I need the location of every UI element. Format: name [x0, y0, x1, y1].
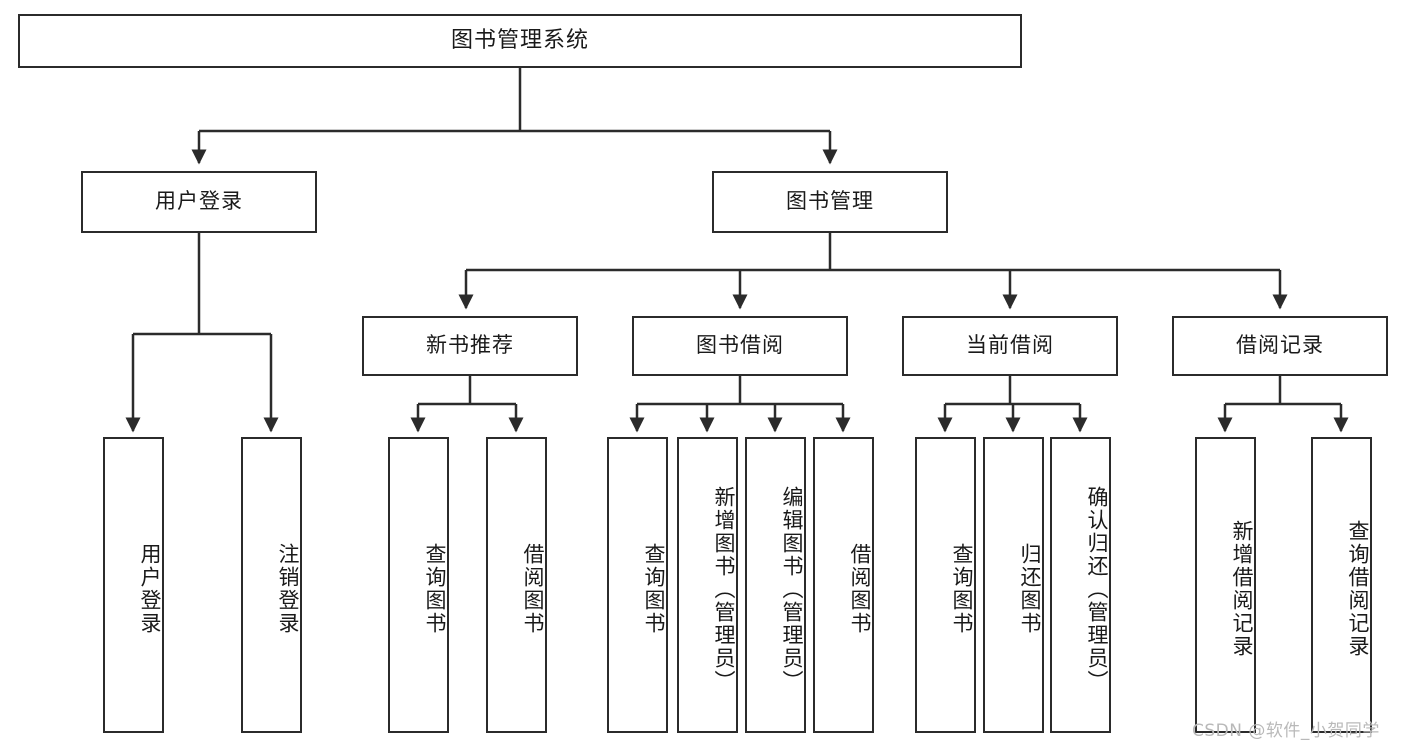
node-label: 编辑图书（管理员） [780, 485, 804, 693]
node-label: 借阅记录 [1236, 333, 1324, 358]
node-user-login[interactable]: 用户登录 [81, 171, 317, 233]
leaf-new-book-borrow[interactable]: 借阅图书 [486, 437, 547, 733]
leaf-current-borrow-query[interactable]: 查询图书 [915, 437, 976, 733]
leaf-user-login-login[interactable]: 用户登录 [103, 437, 164, 733]
node-label: 借阅图书 [848, 543, 872, 635]
node-label: 新书推荐 [426, 333, 514, 358]
node-borrow-records[interactable]: 借阅记录 [1172, 316, 1388, 376]
leaf-book-borrow-add[interactable]: 新增图书（管理员） [677, 437, 738, 733]
node-current-borrow[interactable]: 当前借阅 [902, 316, 1118, 376]
node-label: 用户登录 [138, 543, 162, 635]
node-label: 当前借阅 [966, 333, 1054, 358]
node-label: 图书管理 [786, 189, 874, 214]
leaf-borrow-records-query[interactable]: 查询借阅记录 [1311, 437, 1372, 733]
node-label: 查询借阅记录 [1346, 520, 1370, 658]
leaf-current-borrow-confirm-return[interactable]: 确认归还（管理员） [1050, 437, 1111, 733]
watermark-text: CSDN @软件_小贺同学 [1192, 721, 1380, 741]
leaf-new-book-query[interactable]: 查询图书 [388, 437, 449, 733]
node-label: 确认归还（管理员） [1085, 485, 1109, 693]
leaf-book-borrow-edit[interactable]: 编辑图书（管理员） [745, 437, 806, 733]
node-book-borrow[interactable]: 图书借阅 [632, 316, 848, 376]
node-label: 用户登录 [155, 189, 243, 214]
leaf-book-borrow-borrow[interactable]: 借阅图书 [813, 437, 874, 733]
node-label: 注销登录 [276, 543, 300, 635]
node-label: 图书管理系统 [450, 27, 589, 53]
node-label: 图书借阅 [696, 333, 784, 358]
node-label: 查询图书 [950, 543, 974, 635]
node-label: 查询图书 [642, 543, 666, 635]
node-root-system[interactable]: 图书管理系统 [18, 14, 1022, 68]
leaf-user-login-logout[interactable]: 注销登录 [241, 437, 302, 733]
node-label: 借阅图书 [521, 543, 545, 635]
leaf-borrow-records-add[interactable]: 新增借阅记录 [1195, 437, 1256, 733]
node-book-management[interactable]: 图书管理 [712, 171, 948, 233]
node-new-book-recommend[interactable]: 新书推荐 [362, 316, 578, 376]
leaf-book-borrow-query[interactable]: 查询图书 [607, 437, 668, 733]
node-label: 查询图书 [423, 543, 447, 635]
csdn-watermark: CSDN @软件_小贺同学 [1192, 716, 1380, 741]
node-label: 新增图书（管理员） [712, 485, 736, 693]
node-label: 新增借阅记录 [1230, 520, 1254, 658]
leaf-current-borrow-return[interactable]: 归还图书 [983, 437, 1044, 733]
node-label: 归还图书 [1018, 543, 1042, 635]
